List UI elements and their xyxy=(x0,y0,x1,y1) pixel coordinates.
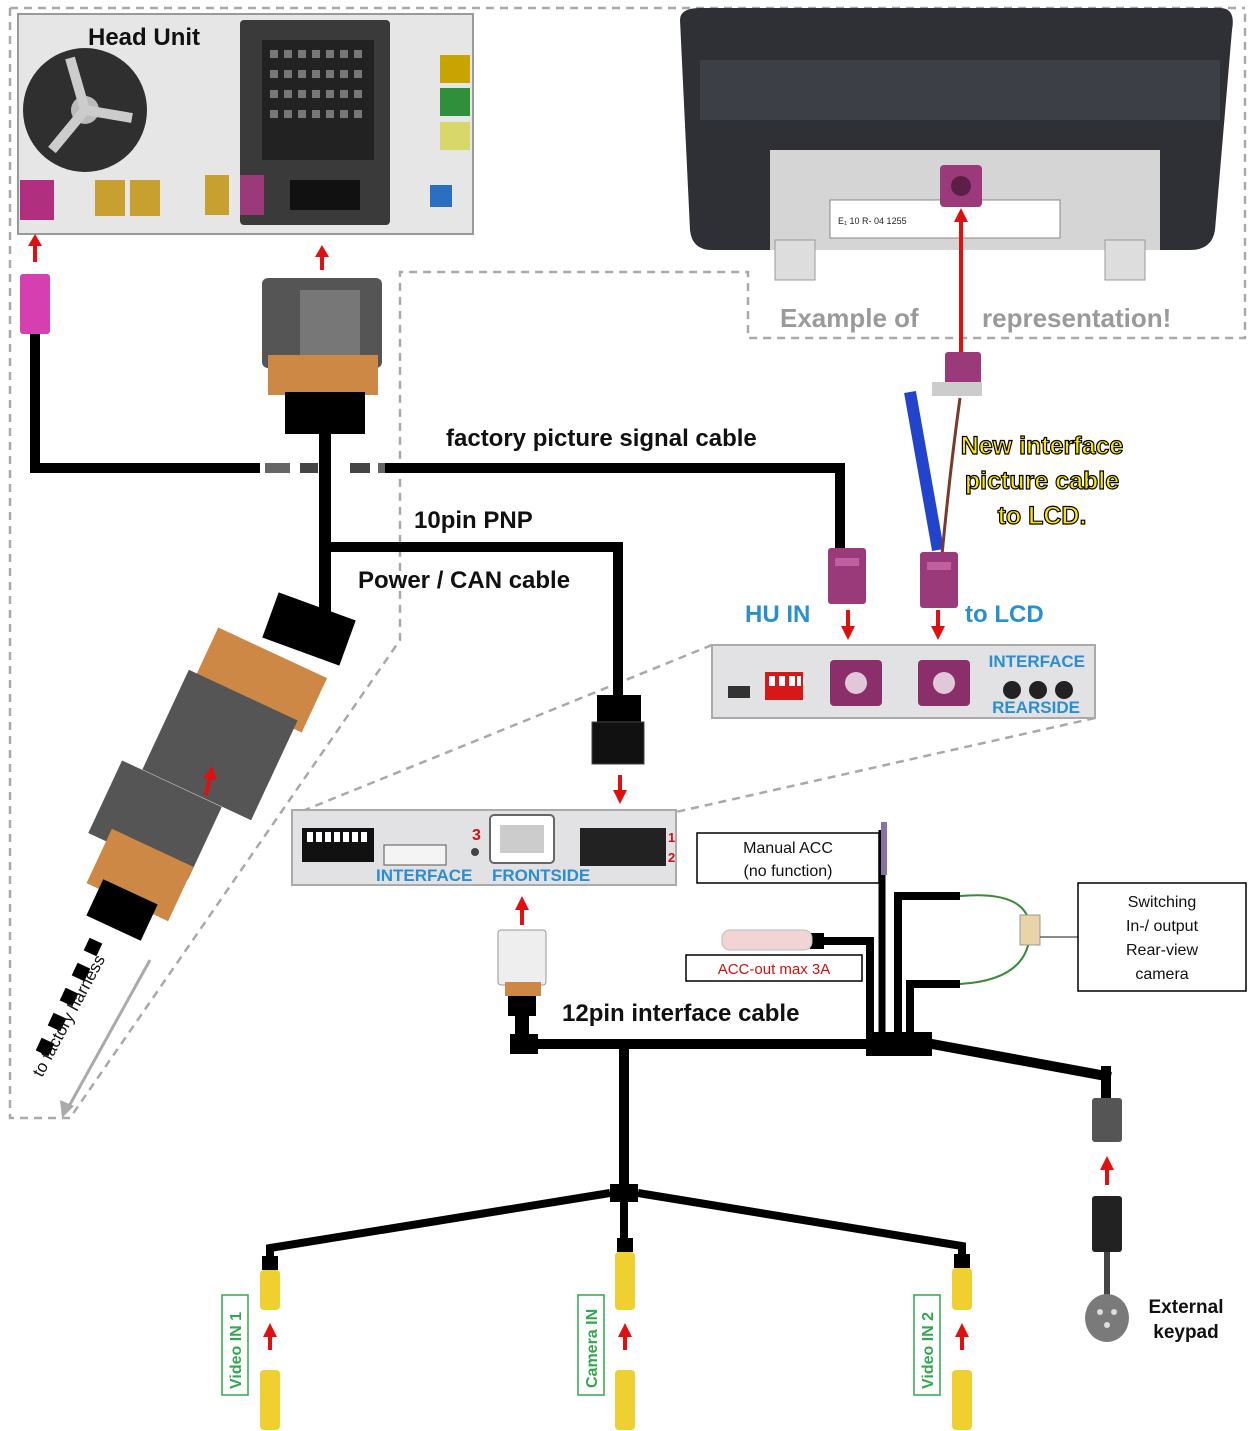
arrow-up-video2 xyxy=(955,1323,969,1350)
manual-acc-label-1: Manual ACC xyxy=(743,840,833,857)
manual-acc-box xyxy=(696,832,880,884)
fakra-plug-hu-in xyxy=(828,548,866,604)
arrow-down-pnp xyxy=(613,775,627,804)
head-unit-label: Head Unit xyxy=(88,24,200,51)
example-label: Example of xyxy=(780,303,919,333)
interface-frontside-box xyxy=(291,809,677,886)
quadlock-connector-lower xyxy=(35,592,356,1118)
rear-expand-line-right xyxy=(675,716,1096,814)
keypad-label-1: External xyxy=(1149,1297,1224,1318)
frontside-label-1: INTERFACE xyxy=(376,866,472,885)
arrow-up-quadlock xyxy=(315,245,329,270)
frontside-label-2: FRONTSIDE xyxy=(492,866,590,885)
hu-in-label: HU IN xyxy=(745,601,810,628)
new-interface-label-2: picture cable xyxy=(965,467,1119,495)
arrow-up-fakra-hu xyxy=(28,234,42,262)
video-in-1-box xyxy=(221,1294,249,1396)
switching-label-3: Rear-view xyxy=(1126,942,1198,959)
rca-video-in-1 xyxy=(260,1256,280,1430)
manual-acc-label-2: (no function) xyxy=(744,863,833,880)
video-in-1-label: Video IN 1 xyxy=(228,1312,245,1389)
arrow-up-keypad xyxy=(1100,1156,1114,1185)
cable-12pin-label: 12pin interface cable xyxy=(562,1000,799,1027)
new-interface-label-1: New interface xyxy=(961,432,1124,460)
acc-out-box xyxy=(685,954,863,982)
arrow-up-video1 xyxy=(263,1323,277,1350)
arrow-up-frontside xyxy=(515,896,529,925)
rca-video-in-2 xyxy=(952,1254,972,1430)
fakra-plug-to-lcd xyxy=(920,552,958,608)
arrow-down-to-lcd xyxy=(931,610,945,640)
pin12-plug xyxy=(497,929,547,1036)
red-arrows xyxy=(28,208,1114,1350)
arrow-up-lcd xyxy=(954,208,968,352)
pnp-label: 10pin PNP xyxy=(414,507,533,534)
power-can-label: Power / CAN cable xyxy=(358,567,570,594)
interface-rearside-box xyxy=(711,644,1096,719)
camera-in-label: Camera IN xyxy=(584,1309,601,1388)
arrow-down-hu-in xyxy=(841,610,855,640)
arrow-up-camera xyxy=(618,1323,632,1350)
pin-2-label: 2 xyxy=(668,850,675,865)
factory-cable-label: factory picture signal cable xyxy=(446,425,757,452)
pin12-cable xyxy=(266,822,1112,1258)
switching-label-1: Switching xyxy=(1128,894,1196,911)
camera-in-box xyxy=(577,1294,605,1396)
to-lcd-label: to LCD xyxy=(965,601,1044,628)
pink-fakra-connector xyxy=(20,274,50,468)
head-unit-image xyxy=(17,13,474,235)
pin-3-label: 3 xyxy=(472,827,481,844)
switching-box xyxy=(1077,882,1247,992)
arrow-up-quadlock-lower xyxy=(203,766,217,796)
factory-picture-cable xyxy=(30,434,845,615)
video-in-2-box xyxy=(913,1294,941,1396)
rca-camera-in xyxy=(615,1238,635,1430)
representation-label: representation! xyxy=(982,303,1171,333)
video-in-2-label: Video IN 2 xyxy=(920,1312,937,1389)
switching-label-4: camera xyxy=(1135,966,1188,983)
rear-expand-line-left xyxy=(299,643,713,814)
acc-fuse xyxy=(721,929,813,951)
quadlock-connector-top xyxy=(262,278,382,434)
switching-label-2: In-/ output xyxy=(1126,918,1199,935)
rearside-label-2: REARSIDE xyxy=(992,698,1080,717)
keypad-label-2: keypad xyxy=(1153,1322,1218,1343)
lcd-serial-label: E₁ 10 R- 04 1255 xyxy=(838,216,907,226)
pin-1-label: 1 xyxy=(668,830,675,845)
factory-harness-label: to factory harness xyxy=(29,952,109,1080)
pnp-10pin-plug xyxy=(591,695,645,765)
acc-out-label: ACC-out max 3A xyxy=(718,961,831,978)
new-interface-label-3: to LCD. xyxy=(998,502,1087,530)
new-picture-cable xyxy=(904,352,982,556)
keypad-connector xyxy=(1092,1098,1122,1295)
rearside-label-1: INTERFACE xyxy=(989,652,1085,671)
keypad-icon xyxy=(1085,1294,1129,1342)
lcd-image xyxy=(680,8,1233,281)
power-can-cable xyxy=(320,542,623,705)
